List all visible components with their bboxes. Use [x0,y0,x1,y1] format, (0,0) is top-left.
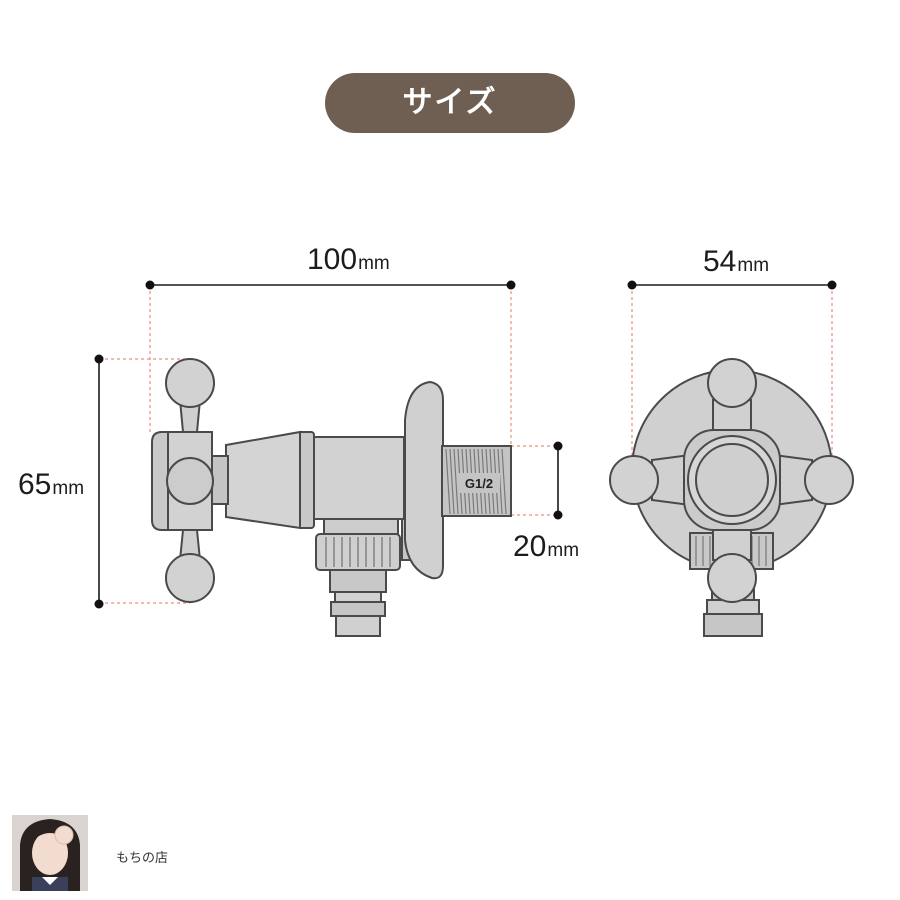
width-side-value: 100 [307,243,358,276]
height-value: 65 [18,468,52,501]
dimension-lines [98,284,832,604]
dimension-endpoints [94,280,837,609]
shop-name[interactable]: もちの店 [116,851,169,866]
coupling-knurl [325,537,391,567]
width-front-label: 54mm [703,245,769,279]
height-label: 65mm [18,468,84,502]
width-side-label: 100mm [307,243,390,277]
page-title: サイズ [325,73,575,133]
width-front-unit: mm [737,255,770,276]
thread-height-unit: mm [547,540,580,561]
width-side-unit: mm [358,253,390,274]
height-unit: mm [52,478,85,499]
thread-size-label: G1/2 [465,476,493,491]
thread-height-value: 20 [513,530,547,563]
avatar[interactable] [12,815,88,891]
width-front-value: 54 [703,245,737,278]
faucet-front-view [609,358,854,637]
guide-lines [99,285,833,604]
avatar-image [12,815,88,891]
thread-height-label: 20mm [513,530,579,564]
faucet-side-view: G1/2 [151,358,512,637]
